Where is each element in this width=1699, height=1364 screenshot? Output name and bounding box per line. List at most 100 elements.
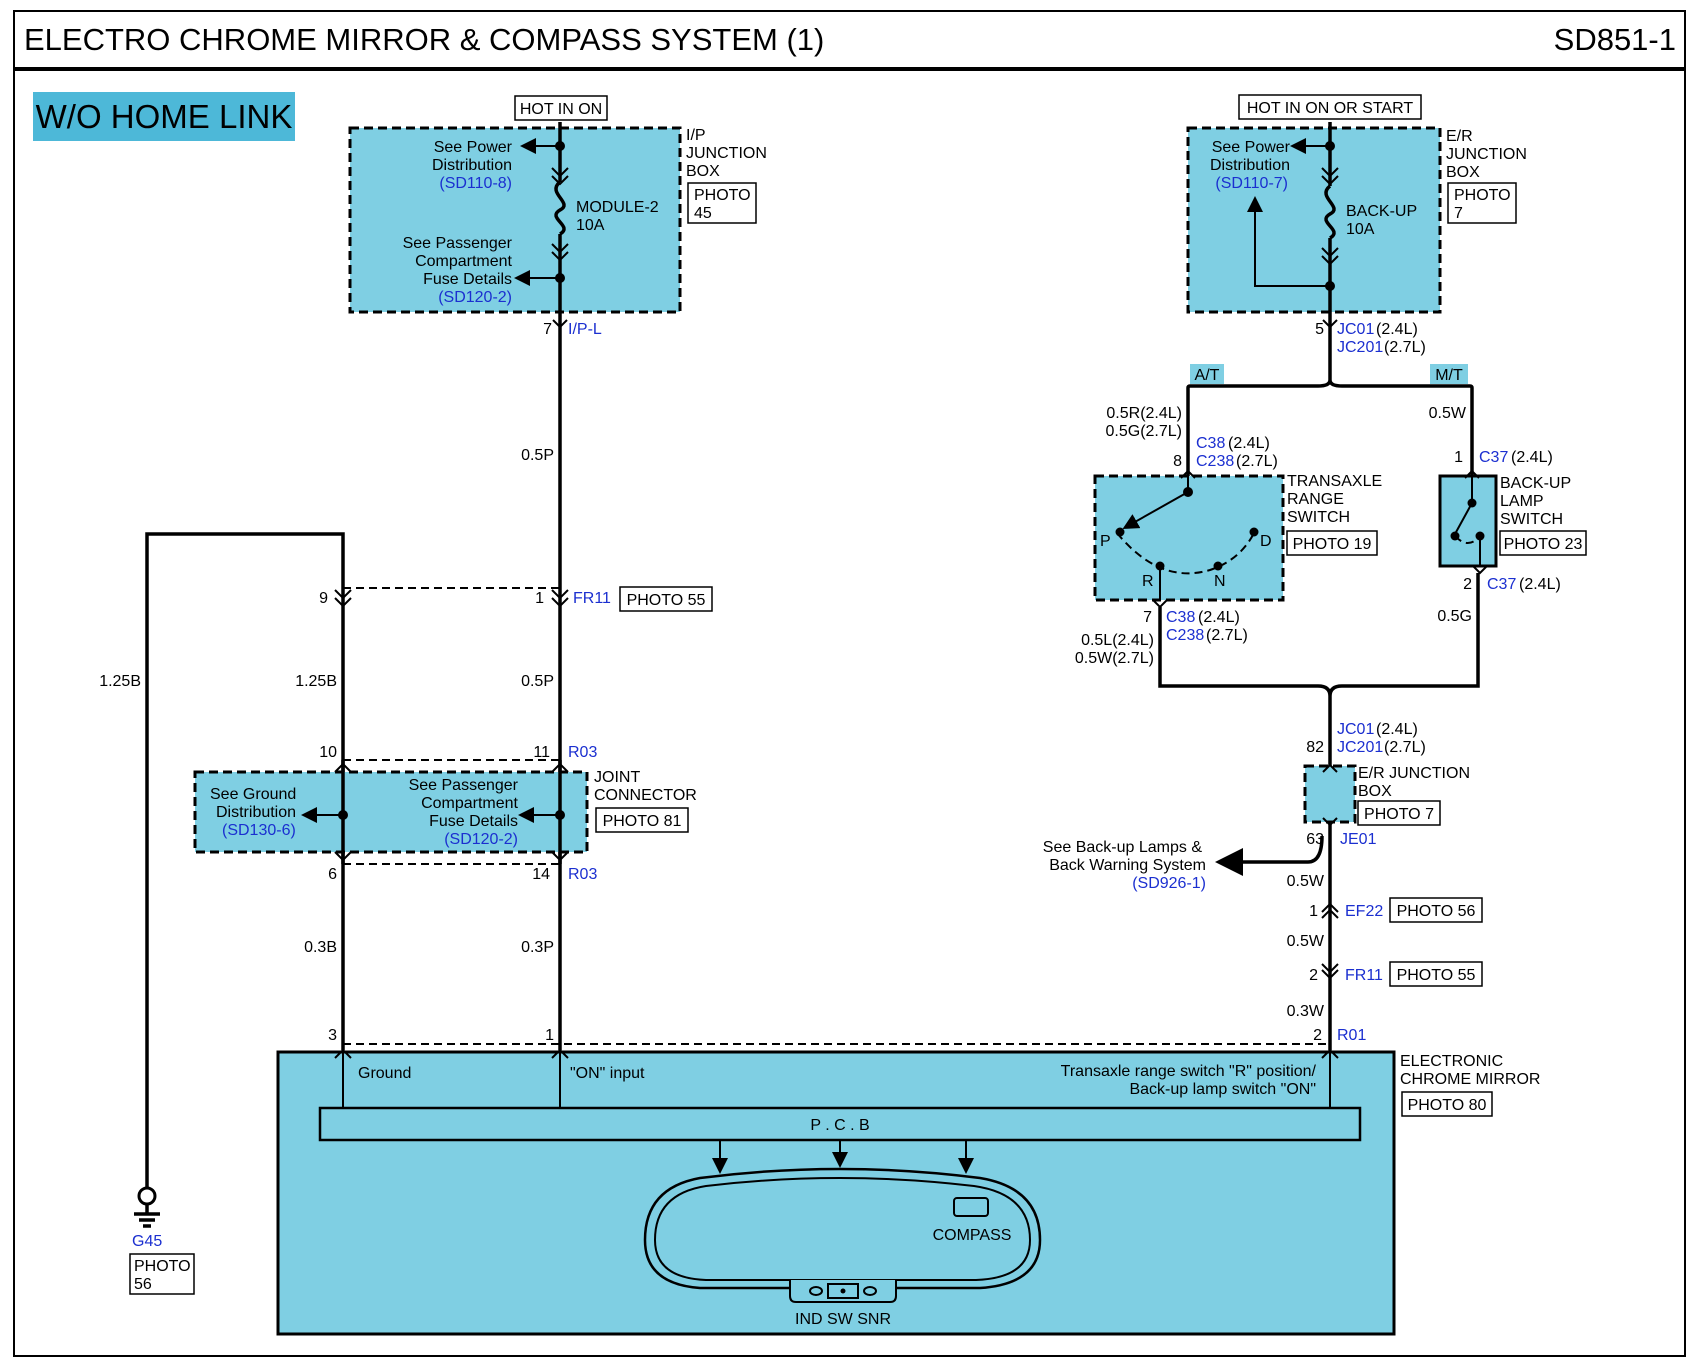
er-photo-1: PHOTO: [1454, 187, 1511, 204]
tx-name-3: SWITCH: [1287, 509, 1350, 526]
fr11-pin9: 9: [319, 590, 328, 607]
ip-fuse-2: 10A: [576, 217, 605, 234]
ip-name-3: BOX: [686, 163, 720, 180]
fr11b-label: FR11: [1345, 967, 1383, 984]
erj2-photo: PHOTO 7: [1364, 806, 1434, 823]
transaxle-range-switch: P R N D TRANSAXLE RANGE SWITCH PHOTO 19 …: [1075, 469, 1382, 667]
wire-label-03b: 0.3B: [304, 939, 337, 956]
joint-name-2: CONNECTOR: [594, 787, 697, 804]
er-name-1: E/R: [1446, 128, 1473, 145]
bu-blade: [1454, 502, 1473, 535]
r03-pin6: 6: [328, 866, 337, 883]
er-conn2: JC201: [1337, 339, 1383, 356]
erj2-pin82-icon: [1322, 763, 1338, 773]
mirror-rev-label-2: Back-up lamp switch "ON": [1129, 1081, 1316, 1098]
er-fuse-1: BACK-UP: [1346, 203, 1417, 220]
ip-splice-top: [555, 141, 565, 151]
wire-label-05p-b: 0.5P: [521, 673, 554, 690]
er-power-tag: [1238, 94, 1422, 120]
at-label: A/T: [1195, 367, 1220, 384]
mirror-body-icon: [643, 1167, 1042, 1290]
tx-c1-v: (2.4L): [1228, 435, 1270, 452]
fr11b-photo: PHOTO 55: [1397, 967, 1476, 984]
tx-c2: C238: [1196, 453, 1234, 470]
fr11-photo-tag: [619, 586, 713, 612]
er-junction-box-2: JC01 (2.4L) JC201 (2.7L) 82 E/R JUNCTION…: [1043, 721, 1483, 1044]
bu-pin-bot: 2: [1463, 576, 1472, 593]
erj2-see-backup-ref: (SD926-1): [1132, 875, 1206, 892]
er-photo-tag: [1447, 182, 1517, 224]
tx-arc: [1116, 532, 1255, 575]
tx-c1: C38: [1196, 435, 1225, 452]
ip-connector: I/P-L: [568, 321, 602, 338]
joint-pin6-icon: [334, 851, 352, 862]
ground-name: G45: [132, 1233, 162, 1250]
tx-pin-top: 8: [1173, 453, 1182, 470]
joint-splice-right: [555, 810, 565, 820]
ip-see-pass-3: Fuse Details: [423, 271, 512, 288]
erj2-see-backup-2: Back Warning System: [1049, 857, 1206, 874]
mt-tag: [1430, 364, 1468, 384]
erj2-c2: JC201: [1337, 739, 1383, 756]
page-code: SD851-1: [1554, 22, 1676, 57]
ip-name-1: I/P: [686, 127, 706, 144]
switch-dot-icon: [840, 1288, 846, 1294]
tx-c1v-bot: (2.4L): [1198, 609, 1240, 626]
fr11-label: FR11: [573, 590, 611, 607]
erj2-pin-top: 82: [1306, 739, 1324, 756]
joint-see-pass-ref: (SD120-2): [444, 831, 518, 848]
mirror-name-1: ELECTRONIC: [1400, 1053, 1503, 1070]
er-splice-bot: [1325, 281, 1335, 291]
fr11b-photo-tag: [1389, 961, 1483, 987]
bu-pin1-icon: [1464, 469, 1480, 479]
ef22-photo: PHOTO 56: [1397, 903, 1476, 920]
ip-pin: 7: [543, 321, 552, 338]
mirror-compass-label: COMPASS: [933, 1227, 1012, 1244]
right-wiring: A/T M/T 0.5R(2.4L) 0.5G(2.7L) C38 (2.4L)…: [1106, 320, 1553, 476]
tx-photo: PHOTO 19: [1293, 536, 1372, 553]
er-fuse-connector-top: [1321, 167, 1339, 186]
er-fuse-connector-bot: [1321, 247, 1339, 266]
r01-label: R01: [1337, 1027, 1366, 1044]
ip-see-power-ref: (SD110-8): [439, 175, 512, 192]
fr11b-pin: 2: [1309, 967, 1318, 984]
fr11-pin9-icon: [334, 589, 352, 608]
tx-c1-bot: C38: [1166, 609, 1195, 626]
erj2-w1: 0.5W: [1287, 873, 1325, 890]
er-conn2-v: (2.7L): [1384, 339, 1426, 356]
r03-pin11: 11: [533, 744, 550, 761]
bu-cv-bot: (2.4L): [1519, 576, 1561, 593]
ip-photo-2: 45: [694, 205, 712, 222]
mirror-ind-sw-snr: IND SW SNR: [795, 1311, 891, 1328]
ip-fuse-connector-top: [551, 167, 569, 186]
er-splice-top: [1325, 141, 1335, 151]
bu-wire-bot: 0.5G: [1437, 608, 1472, 625]
er-name-3: BOX: [1446, 164, 1480, 181]
ip-photo-tag: [687, 182, 757, 224]
erj2-pin-bot: 63: [1306, 831, 1324, 848]
erj2-backup-branch: [1215, 835, 1324, 876]
ef22-pin: 1: [1309, 903, 1318, 920]
ip-fuse-gap: [550, 182, 570, 234]
ip-box-outline: [348, 126, 682, 314]
ground-icon: [137, 1186, 157, 1206]
fr11b-icon: [1321, 963, 1339, 980]
variant-badge: [33, 92, 295, 141]
ip-photo-1: PHOTO: [694, 187, 751, 204]
er-see-power-1: See Power: [1212, 139, 1291, 156]
joint-pin11-icon: [551, 762, 569, 773]
er-fuse-backup-icon: [1324, 184, 1336, 240]
tx-blade: [1122, 491, 1189, 529]
ground-photo-2: 56: [134, 1276, 152, 1293]
joint-see-ground-2: Distribution: [216, 804, 296, 821]
er-power-label: HOT IN ON OR START: [1247, 100, 1413, 117]
erj2-c2-v: (2.7L): [1384, 739, 1426, 756]
bu-c-bot: C37: [1487, 576, 1516, 593]
r03-pin14: 14: [532, 866, 550, 883]
er-fuse-gap: [1320, 186, 1340, 238]
page-title: ELECTRO CHROME MIRROR & COMPASS SYSTEM (…: [24, 22, 824, 57]
r03-bot: R03: [568, 866, 597, 883]
bu-photo: PHOTO 23: [1504, 536, 1583, 553]
ef22-icon: [1321, 902, 1339, 919]
wire-label-125b-a: 1.25B: [99, 673, 141, 690]
